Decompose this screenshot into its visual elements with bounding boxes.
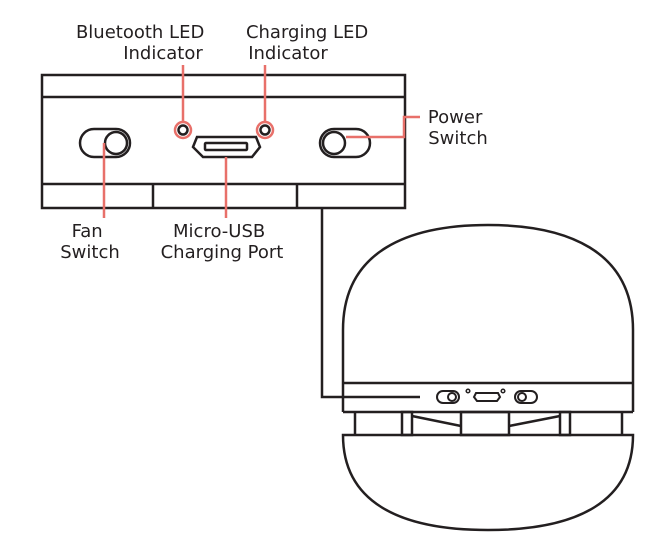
device-leg <box>400 410 414 437</box>
device-bluetooth-led <box>465 388 471 394</box>
power-switch-label-line2: Switch <box>428 128 488 149</box>
power-switch-label: Power Switch <box>428 107 488 149</box>
micro-usb-inner <box>203 141 249 152</box>
device-leg <box>459 410 511 437</box>
device-power-switch-knob <box>517 392 527 402</box>
charging-led <box>259 124 271 136</box>
device-fan-switch-knob <box>447 392 457 402</box>
callout-power <box>346 115 420 139</box>
zoom-connector-line <box>320 208 420 399</box>
power-switch-track <box>318 127 372 159</box>
bluetooth-led-label-line1: Bluetooth LED <box>76 22 204 43</box>
callout-lines <box>102 65 420 218</box>
led-indicators <box>173 120 275 140</box>
power-switch-label-line1: Power <box>428 107 483 128</box>
micro-usb-label: Micro-USB Charging Port <box>161 221 284 263</box>
device-dome <box>341 223 635 412</box>
panel-closeup <box>40 73 407 210</box>
bluetooth-led <box>177 124 189 136</box>
device-leg <box>558 410 572 437</box>
device-leg-slant <box>411 414 462 428</box>
power-switch <box>318 127 372 159</box>
device-charging-led <box>500 388 506 394</box>
fan-switch-knob <box>103 130 129 156</box>
fan-switch-label-line1: Fan <box>72 221 103 242</box>
device-usb-port <box>472 392 502 402</box>
bluetooth-led-label: Bluetooth LED Indicator <box>76 22 210 64</box>
labels: Bluetooth LED Indicator Charging LED Ind… <box>60 22 488 263</box>
micro-usb-label-line2: Charging Port <box>161 242 284 263</box>
device-leg-slant <box>508 414 561 428</box>
device-power-switch <box>514 390 538 404</box>
device-base <box>341 433 635 532</box>
micro-usb-label-line1: Micro-USB <box>173 221 265 242</box>
device-illustration <box>341 223 635 532</box>
fan-switch-label: Fan Switch <box>60 221 120 263</box>
charging-led-label-line1: Charging LED <box>246 22 368 43</box>
device-fan-switch <box>436 390 460 404</box>
panel-body <box>40 73 407 210</box>
micro-usb-outer <box>191 135 262 159</box>
micro-usb-port <box>191 135 262 159</box>
power-switch-knob <box>321 130 347 156</box>
charging-led-label: Charging LED Indicator <box>246 22 374 64</box>
charging-led-label-line2: Indicator <box>248 43 328 64</box>
bluetooth-led-label-line2: Indicator <box>123 43 203 64</box>
fan-switch-label-line2: Switch <box>60 242 120 263</box>
